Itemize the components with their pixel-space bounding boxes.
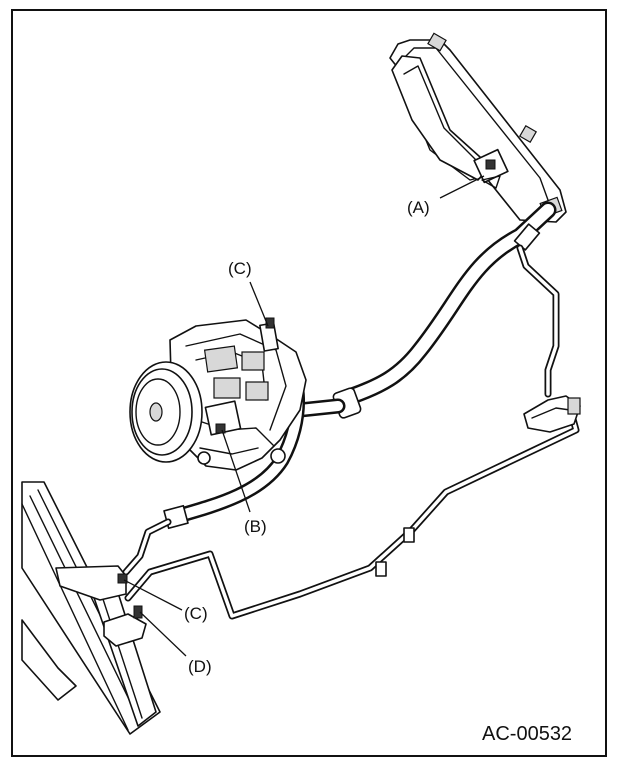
callout-c-bottom: (C) bbox=[184, 604, 208, 623]
evaporator-bracket bbox=[389, 32, 567, 223]
pipe-joint-a bbox=[473, 148, 509, 189]
figure-code: AC-00532 bbox=[482, 723, 572, 745]
liquid-pipe bbox=[124, 244, 580, 620]
leader-a bbox=[439, 175, 485, 199]
compressor bbox=[129, 317, 307, 471]
callout-a: (A) bbox=[407, 198, 430, 217]
pressure-switch bbox=[523, 395, 581, 433]
callout-d: (D) bbox=[188, 657, 212, 676]
callout-c-top: (C) bbox=[228, 259, 252, 278]
leader-c-top bbox=[249, 281, 269, 327]
leader-d bbox=[139, 611, 187, 657]
callout-b: (B) bbox=[244, 517, 267, 536]
condenser bbox=[21, 481, 161, 735]
leader-b bbox=[221, 429, 251, 513]
leader-c-bottom bbox=[123, 579, 183, 611]
